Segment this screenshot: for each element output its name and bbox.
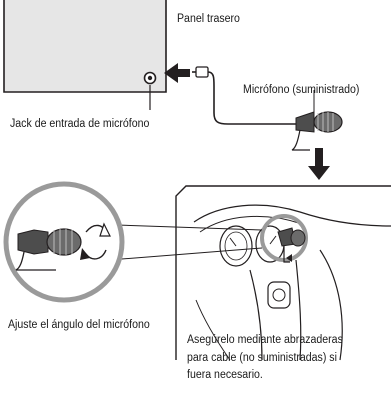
mic-plug bbox=[192, 66, 296, 125]
jack-label: Jack de entrada de micrófono bbox=[10, 118, 150, 130]
secure-line-2: para cable (no suministradas) si bbox=[187, 352, 337, 364]
rear-panel bbox=[3, 0, 167, 110]
rear-panel-label: Panel trasero bbox=[177, 13, 240, 25]
magnified-detail bbox=[3, 181, 125, 303]
microphone-label: Micrófono (suministrado) bbox=[243, 84, 360, 96]
secure-line-3: fuera necesario. bbox=[187, 369, 263, 381]
car-interior bbox=[175, 185, 391, 361]
down-arrow bbox=[308, 148, 330, 180]
adjust-angle-label: Ajuste el ángulo del micrófono bbox=[8, 319, 150, 331]
insert-arrow bbox=[164, 63, 190, 83]
secure-line-1: Asegúrelo mediante abrazaderas bbox=[187, 334, 343, 346]
microphone bbox=[291, 90, 343, 151]
